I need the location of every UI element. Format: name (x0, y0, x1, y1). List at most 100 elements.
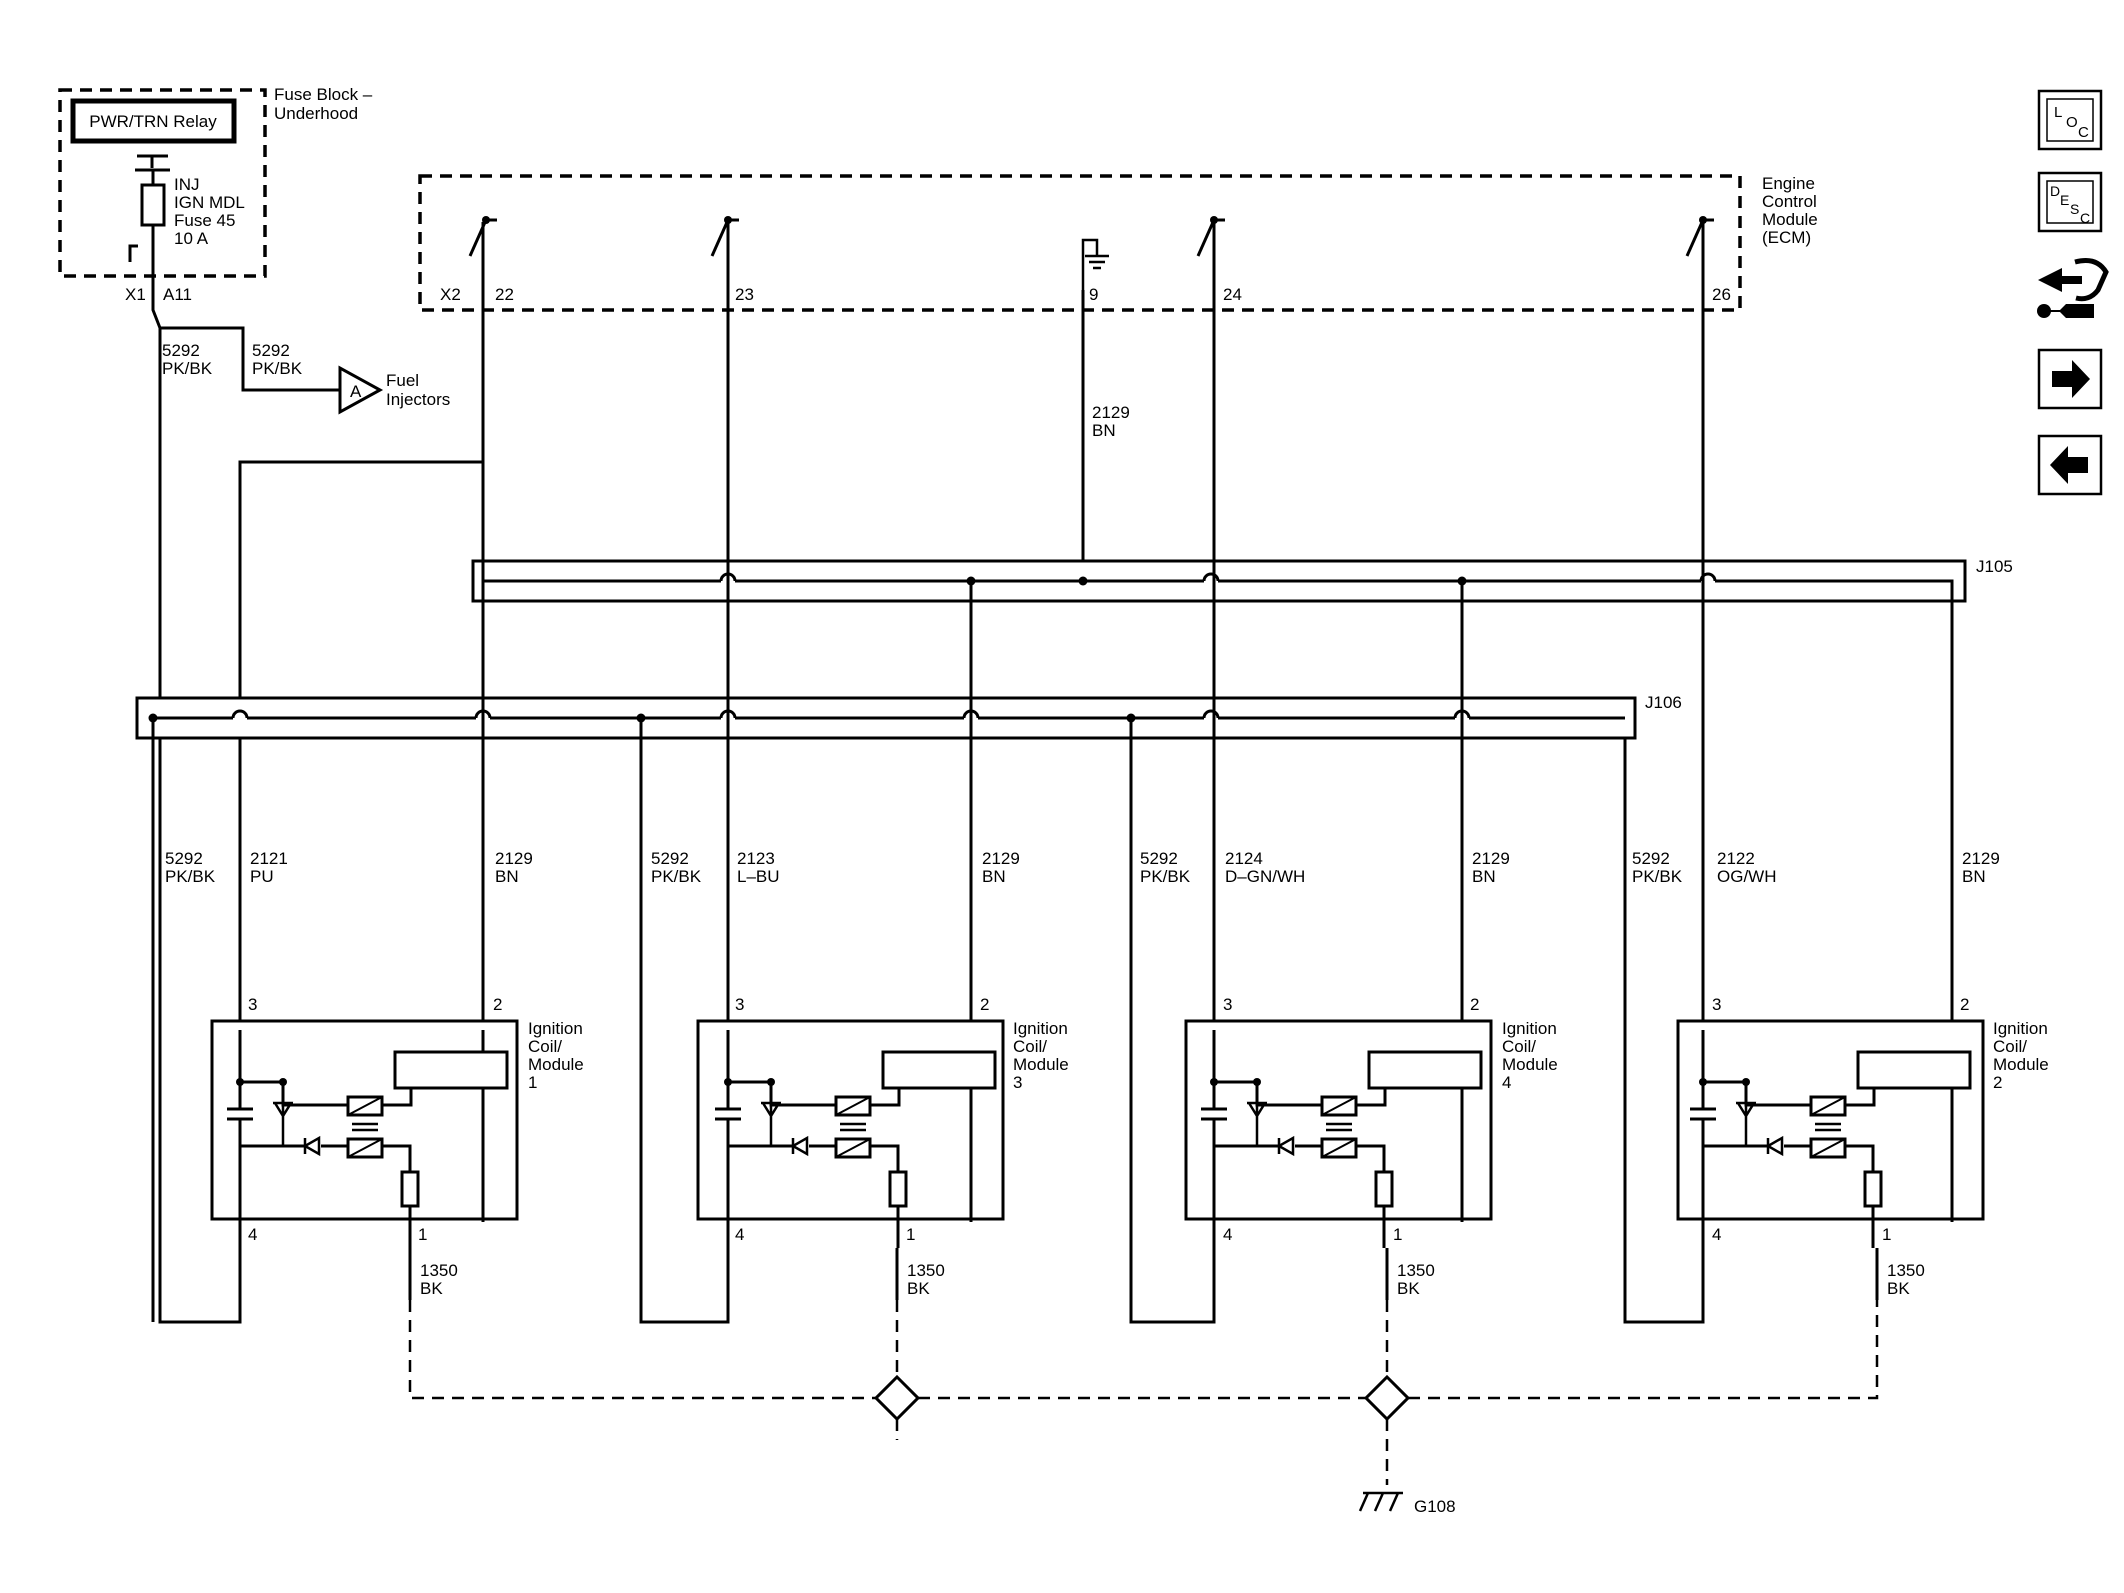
c2-sig-color: OG/WH (1717, 867, 1777, 886)
coil3-title-1: Ignition (1013, 1019, 1068, 1038)
coil2-pin-1: 1 (1882, 1225, 1891, 1244)
coil1-pin-2: 2 (493, 995, 502, 1014)
ecm: Engine Control Module (ECM) X2 22 23 9 2… (418, 174, 1818, 312)
ecm-connector: X2 (440, 285, 461, 304)
coil1-title-4: 1 (528, 1073, 537, 1092)
relay-label: PWR/TRN Relay (89, 112, 217, 131)
c1-pwr-num: 5292 (165, 849, 203, 868)
splice-j105: J105 (471, 557, 2013, 603)
ecm-driver-23 (710, 216, 739, 257)
ground2-num: 1350 (1887, 1261, 1925, 1280)
right-arrow-icon (2052, 360, 2090, 398)
loc-letter-3: C (2078, 124, 2089, 141)
coil3-pin-3: 3 (735, 995, 744, 1014)
location-button[interactable]: L O C (2037, 89, 2103, 151)
ground2-color: BK (1887, 1279, 1910, 1298)
ignition-coil-module-2: Ignition Coil/ Module 2 3 2 4 1 (1676, 995, 2049, 1250)
c1-lo-color: BN (495, 867, 519, 886)
ecm-pin-9: 9 (1089, 285, 1098, 304)
description-button[interactable]: D E S C (2037, 171, 2103, 233)
next-page-button[interactable] (2037, 348, 2103, 410)
splice-j106: J106 (135, 693, 1682, 740)
c3-lo-num: 2129 (982, 849, 1020, 868)
desc-letter-3: S (2070, 201, 2079, 217)
coil1-title-1: Ignition (528, 1019, 583, 1038)
c3-pwr-color: PK/BK (651, 867, 702, 886)
fuse-label-4: 10 A (174, 229, 209, 248)
ecm-title-4: (ECM) (1762, 228, 1811, 247)
c4-lo-num: 2129 (1472, 849, 1510, 868)
ignition-coil-module-4: Ignition Coil/ Module 4 3 2 4 1 (1184, 995, 1558, 1250)
ecm-driver-26 (1685, 216, 1714, 257)
c4-lo-color: BN (1472, 867, 1496, 886)
c4-sig-color: D–GN/WH (1225, 867, 1305, 886)
feed-a-color: PK/BK (162, 359, 213, 378)
fuse-label-1: INJ (174, 175, 200, 194)
coil4-pin-3: 3 (1223, 995, 1232, 1014)
splice-diamond-2 (1363, 1374, 1411, 1422)
coil4-title-2: Coil/ (1502, 1037, 1536, 1056)
coil1-title-3: Module (528, 1055, 584, 1074)
ground-trunk-color: BN (1092, 421, 1116, 440)
coil3-pin-2: 2 (980, 995, 989, 1014)
ecm-pin-24: 24 (1223, 285, 1242, 304)
coil1-pin-1: 1 (418, 1225, 427, 1244)
coil2-title-3: Module (1993, 1055, 2049, 1074)
fuse-label-2: IGN MDL (174, 193, 245, 212)
ecm-pin-23: 23 (735, 285, 754, 304)
ecm-pin-22: 22 (495, 285, 514, 304)
coil2-pin-4: 4 (1712, 1225, 1721, 1244)
ecm-title-3: Module (1762, 210, 1818, 229)
feed-wire-injectors (160, 326, 340, 392)
desc-letter-1: D (2050, 183, 2060, 199)
ignition-coil-module-3: Ignition Coil/ Module 3 3 2 4 1 (696, 995, 1069, 1250)
ecm-title-2: Control (1762, 192, 1817, 211)
ecm-internal-ground-icon (1081, 238, 1109, 290)
ground-trunk-num: 2129 (1092, 403, 1130, 422)
ground-circuit: 1350 BK 1350 BK 1350 BK 1350 BK G108 (408, 1248, 1925, 1516)
desc-letter-2: E (2060, 192, 2069, 208)
loc-letter-2: O (2066, 114, 2078, 131)
ground4-num: 1350 (1397, 1261, 1435, 1280)
coil2-title-2: Coil/ (1993, 1037, 2027, 1056)
c1-sig-num: 2121 (250, 849, 288, 868)
previous-page-button[interactable] (2037, 434, 2103, 496)
connector-end-view-button[interactable] (2037, 257, 2109, 318)
coil2-pin-3: 3 (1712, 995, 1721, 1014)
c2-lo-num: 2129 (1962, 849, 2000, 868)
coil4-pin-2: 2 (1470, 995, 1479, 1014)
splice-j106-label: J106 (1645, 693, 1682, 712)
ecm-title-1: Engine (1762, 174, 1815, 193)
coil4-pin-4: 4 (1223, 1225, 1232, 1244)
fuse-block-title-2: Underhood (274, 104, 358, 123)
fuel-injectors-ref: A Fuel Injectors (338, 365, 450, 415)
c4-sig-num: 2124 (1225, 849, 1263, 868)
fuse-block: PWR/TRN Relay Fuse Block – Underhood INJ… (58, 85, 373, 304)
ground1-num: 1350 (420, 1261, 458, 1280)
nav-buttons: L O C D E S C (2037, 89, 2109, 496)
coil4-title-3: Module (1502, 1055, 1558, 1074)
c2-lo-color: BN (1962, 867, 1986, 886)
fuse-connector: X1 (125, 285, 146, 304)
ignition-coil-module-1: Ignition Coil/ Module 1 3 2 4 1 (210, 995, 584, 1250)
coil3-title-4: 3 (1013, 1073, 1022, 1092)
coil4-title-1: Ignition (1502, 1019, 1557, 1038)
c1-lo-num: 2129 (495, 849, 533, 868)
ground4-color: BK (1397, 1279, 1420, 1298)
coil1-pin-3: 3 (248, 995, 257, 1014)
coil2-pin-2: 2 (1960, 995, 1969, 1014)
wire-labels: 5292 PK/BK 2121 PU 2129 BN 5292 PK/BK 21… (165, 849, 2000, 886)
c2-pwr-color: PK/BK (1632, 867, 1683, 886)
fuse-block-title-1: Fuse Block – (274, 85, 373, 104)
coil4-pin-1: 1 (1393, 1225, 1402, 1244)
connector-wrench-icon (2037, 257, 2109, 318)
fuse-pin: A11 (163, 285, 192, 304)
ground1-color: BK (420, 1279, 443, 1298)
injectors-label-1: Fuel (386, 371, 419, 390)
coil3-title-3: Module (1013, 1055, 1069, 1074)
coil3-pin-4: 4 (735, 1225, 744, 1244)
coil1-pin-4: 4 (248, 1225, 257, 1244)
c2-sig-num: 2122 (1717, 849, 1755, 868)
feed-b-num: 5292 (252, 341, 290, 360)
